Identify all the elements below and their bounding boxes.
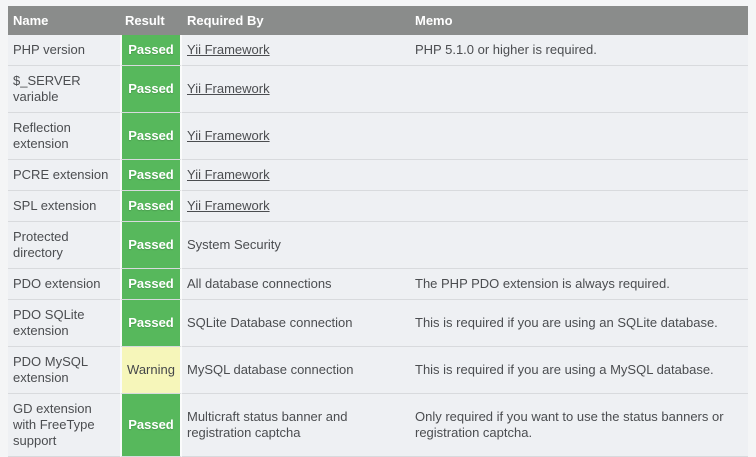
column-header-memo: Memo (410, 6, 748, 35)
requirement-name-cell: Protected directory (8, 222, 120, 269)
result-status-badge: Passed (120, 66, 182, 113)
required-by-text: All database connections (187, 276, 332, 291)
requirement-name-cell: PDO SQLite extension (8, 300, 120, 347)
required-by-cell: Yii Framework (182, 191, 410, 222)
required-by-cell: MySQL database connection (182, 347, 410, 394)
memo-cell (410, 222, 748, 269)
required-by-text: Multicraft status banner and registratio… (187, 409, 348, 440)
memo-cell: This is required if you are using a MySQ… (410, 347, 748, 394)
memo-cell (410, 66, 748, 113)
result-status-badge: Passed (120, 35, 182, 66)
required-by-link[interactable]: Yii Framework (187, 128, 270, 143)
memo-cell: This is required if you are using an SQL… (410, 300, 748, 347)
required-by-link[interactable]: Yii Framework (187, 198, 270, 213)
requirements-table: Name Result Required By Memo PHP version… (8, 6, 748, 457)
required-by-link[interactable]: Yii Framework (187, 42, 270, 57)
result-status-badge: Passed (120, 222, 182, 269)
result-status-badge: Passed (120, 394, 182, 457)
result-status-badge: Passed (120, 269, 182, 300)
memo-cell (410, 191, 748, 222)
result-status-badge: Warning (120, 347, 182, 394)
memo-cell (410, 113, 748, 160)
column-header-name: Name (8, 6, 120, 35)
required-by-link[interactable]: Yii Framework (187, 167, 270, 182)
requirement-name-cell: PDO MySQL extension (8, 347, 120, 394)
memo-cell (410, 160, 748, 191)
result-status-badge: Passed (120, 191, 182, 222)
requirement-name-cell: PHP version (8, 35, 120, 66)
required-by-text: MySQL database connection (187, 362, 354, 377)
required-by-cell: SQLite Database connection (182, 300, 410, 347)
requirements-check-panel: Name Result Required By Memo PHP version… (8, 6, 748, 457)
memo-cell: PHP 5.1.0 or higher is required. (410, 35, 748, 66)
requirement-name-cell: $_SERVER variable (8, 66, 120, 113)
result-status-badge: Passed (120, 160, 182, 191)
required-by-cell: Yii Framework (182, 66, 410, 113)
required-by-cell: Yii Framework (182, 160, 410, 191)
required-by-cell: Yii Framework (182, 35, 410, 66)
requirement-name-cell: Reflection extension (8, 113, 120, 160)
requirement-name-cell: PDO extension (8, 269, 120, 300)
column-header-required-by: Required By (182, 6, 410, 35)
required-by-text: SQLite Database connection (187, 315, 353, 330)
requirement-name-cell: SPL extension (8, 191, 120, 222)
required-by-cell: System Security (182, 222, 410, 269)
required-by-cell: Multicraft status banner and registratio… (182, 394, 410, 457)
requirement-name-cell: PCRE extension (8, 160, 120, 191)
required-by-text: System Security (187, 237, 281, 252)
result-status-badge: Passed (120, 300, 182, 347)
required-by-cell: All database connections (182, 269, 410, 300)
memo-cell: Only required if you want to use the sta… (410, 394, 748, 457)
result-status-badge: Passed (120, 113, 182, 160)
column-header-result: Result (120, 6, 182, 35)
header-row: Name Result Required By Memo (8, 6, 748, 35)
required-by-cell: Yii Framework (182, 113, 410, 160)
requirements-table-header: Name Result Required By Memo (8, 6, 748, 35)
required-by-link[interactable]: Yii Framework (187, 81, 270, 96)
requirement-name-cell: GD extension with FreeType support (8, 394, 120, 457)
memo-cell: The PHP PDO extension is always required… (410, 269, 748, 300)
